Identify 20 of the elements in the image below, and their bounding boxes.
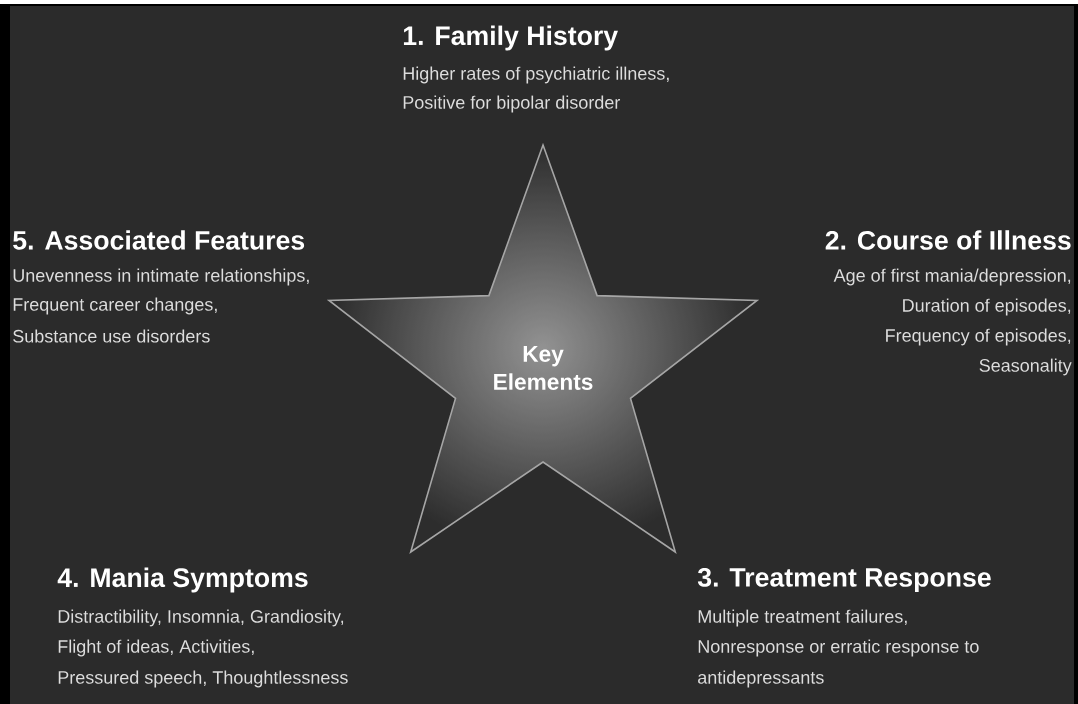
description-text: Flight of ideas, Activities, bbox=[58, 639, 254, 657]
description-text: Pressured speech, Thoughtlessness bbox=[58, 670, 348, 688]
section-heading: 2. Course of Illness bbox=[825, 230, 1071, 250]
description-text: Unevenness in intimate relationships, bbox=[13, 268, 309, 286]
description-text: Age of first mania/depression, bbox=[833, 268, 1071, 286]
description-text: Frequency of episodes, bbox=[886, 328, 1071, 346]
description-text: Higher rates of psychiatric illness, bbox=[403, 66, 669, 84]
section-heading: 4. Mania Symptoms bbox=[57, 567, 308, 593]
section-heading: 1. Family History bbox=[403, 25, 618, 51]
description-text: Nonresponse or erratic response to bbox=[698, 639, 979, 657]
description-text: Distractibility, Insomnia, Grandiosity, bbox=[58, 609, 344, 627]
description-text: antidepressants bbox=[698, 670, 824, 688]
description-text: Duration of episodes, bbox=[903, 298, 1071, 316]
description-text: Frequent career changes, bbox=[13, 297, 217, 315]
description-text: Multiple treatment failures, bbox=[698, 609, 907, 627]
description-text: Seasonality bbox=[979, 358, 1072, 376]
section-heading: 3. Treatment Response bbox=[697, 567, 991, 593]
description-text: Substance use disorders bbox=[13, 329, 210, 343]
description-text: Positive for bipolar disorder bbox=[403, 95, 620, 113]
section-heading: 5. Associated Features bbox=[13, 230, 305, 250]
